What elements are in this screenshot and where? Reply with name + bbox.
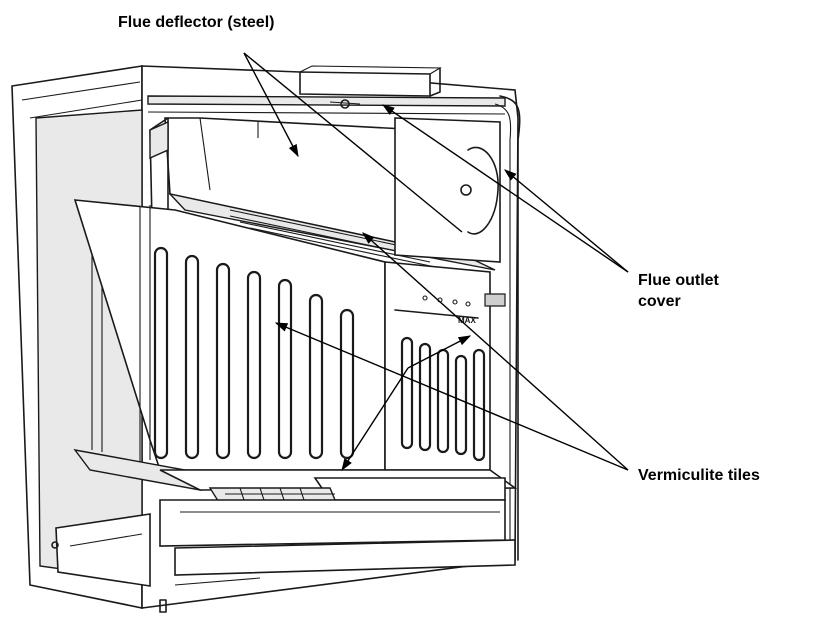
arrow-tiles-2: [362, 232, 629, 471]
arrow-tiles-4: [407, 335, 472, 369]
arrow-tiles-1: [274, 322, 629, 471]
arrow-outlet-1: [381, 104, 629, 273]
flue-outlet-cover-label: Flue outlet cover: [638, 272, 719, 310]
flue-outlet-panel: [394, 117, 501, 263]
flue-outlet-cover: [299, 65, 442, 109]
callout-arrows: [243, 52, 629, 472]
vermiculite-tiles-label: Vermiculite tiles: [638, 467, 760, 484]
flue-deflector-label: Flue deflector (steel): [118, 14, 275, 31]
arrow-deflector-1: [243, 52, 299, 158]
back-wall-tile-ribs: [153, 246, 355, 460]
max-fill-marking: MAX: [458, 316, 476, 325]
arrow-deflector-2: [243, 52, 463, 233]
arrow-outlet-2: [504, 169, 629, 273]
hearth-base: [73, 448, 518, 613]
right-side-wall: MAX: [384, 261, 506, 471]
arrow-tiles-3: [341, 367, 409, 472]
